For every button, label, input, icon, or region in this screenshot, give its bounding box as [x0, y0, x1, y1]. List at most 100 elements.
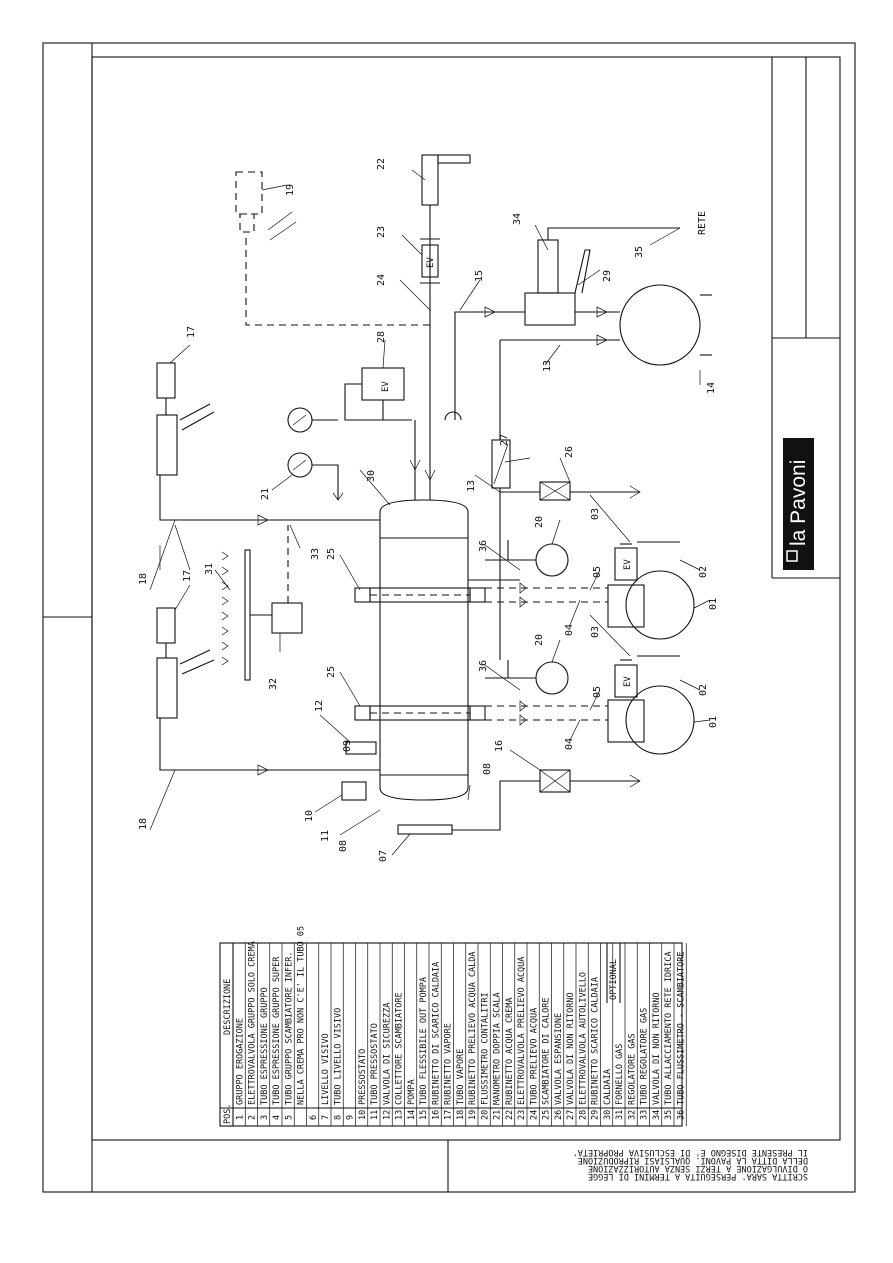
legend-row-pos: 13	[395, 1110, 405, 1120]
legend-row-pos: 8	[333, 1115, 343, 1120]
pump-assembly	[444, 227, 712, 440]
legend-row-desc: TUBO REGOLATORE GAS	[640, 1008, 650, 1105]
legend-optional-label: OPTIONAL	[609, 959, 619, 1000]
legend-row-pos: 16	[431, 1110, 441, 1120]
legend-row-desc: TUBO ALLACCIAMENTO RETE IDRICA	[664, 951, 674, 1105]
callout-16: 16	[494, 740, 505, 752]
legend-header-pos: POS.	[223, 1104, 233, 1124]
legend-row-desc: REGOLATORE GAS	[627, 1033, 637, 1105]
callout-03-upper: 03	[590, 508, 601, 520]
legend-row-pos: 31	[615, 1110, 625, 1120]
legend-row-desc: RUBINETTO SCARICO CALDAIA	[591, 977, 601, 1105]
callout-31: 31	[204, 563, 215, 575]
rete-label: RETE	[697, 211, 708, 235]
legend-row-desc: ELETTROVALVOLA AUTOLIVELLO	[578, 972, 588, 1105]
legend-row-desc: RUBINETTO DI SCARICO CALDAIA	[431, 962, 441, 1105]
legend-row-desc: GRUPPO EROGAZIONE	[235, 1018, 245, 1105]
legend-row-desc: TUBO ESPRESSIONE GRUPPO	[260, 987, 270, 1105]
ev-marker-02-upper: EV	[623, 559, 633, 570]
legend-row-pos: 3	[260, 1115, 270, 1120]
callout-11: 11	[320, 830, 331, 842]
legend-row-pos: 29	[591, 1110, 601, 1120]
legend-row-desc: FORNELLO GAS	[615, 1044, 625, 1105]
callout-30: 30	[366, 470, 377, 482]
callout-17-upper: 17	[186, 326, 197, 338]
legend-header-desc: DESCRIZIONE	[223, 979, 233, 1035]
callout-22: 22	[376, 158, 387, 170]
callout-05-upper: 05	[592, 566, 603, 578]
legend-row-desc: PRESSOSTATO	[358, 1049, 368, 1105]
callout-23: 23	[376, 226, 387, 238]
legend-row-pos: 15	[419, 1110, 429, 1120]
ev-marker-02-lower: EV	[623, 676, 633, 687]
water-draw-line	[409, 154, 471, 500]
callout-02-upper: 02	[698, 566, 709, 578]
pressure-gauges	[287, 407, 344, 501]
callout-32: 32	[268, 678, 279, 690]
legend-row-pos: 10	[358, 1110, 368, 1120]
callout-08-right: 08	[482, 763, 493, 775]
gas-burner	[221, 525, 303, 681]
legend-row-pos: 25	[542, 1110, 552, 1120]
callout-09: 09	[342, 740, 353, 752]
callout-15: 15	[474, 270, 485, 282]
legend-row-desc: ELETTROVALVOLA PRELIEVO ACQUA	[517, 957, 527, 1105]
callout-05-lower: 05	[592, 686, 603, 698]
legend-row-desc: VALVOLA DI SICUREZZA	[382, 1003, 392, 1105]
legend-row-desc: COLLETTORE SCAMBIATORE	[395, 992, 405, 1105]
legend-row-pos: 9	[346, 1115, 356, 1120]
callout-35: 35	[634, 246, 645, 258]
legend-row-desc: NELLA CREMA PRO NON C'E' IL TUBO 05	[297, 926, 307, 1105]
disclaimer-line-3: O DIVULGAZIONE A TERZI SENZA AUTORIZZAZI…	[588, 1163, 808, 1173]
legend-row-pos: 28	[578, 1110, 588, 1120]
callout-02-lower: 02	[698, 684, 709, 696]
callout-14: 14	[706, 382, 717, 394]
callout-18-upper: 18	[138, 573, 149, 585]
callout-19: 19	[285, 184, 296, 196]
callout-36-upper: 36	[478, 540, 489, 552]
callout-04-upper: 04	[564, 624, 575, 636]
callout-26: 26	[564, 446, 575, 458]
legend-row-pos: 21	[493, 1110, 503, 1120]
callout-18-lower: 18	[138, 818, 149, 830]
callout-28: 28	[376, 331, 387, 343]
legend-row-pos: 33	[640, 1110, 650, 1120]
legend-row-pos: 4	[272, 1115, 282, 1120]
callout-27: 27	[499, 434, 510, 446]
legend-row-pos: 30	[603, 1110, 613, 1120]
legend-row-pos: 18	[456, 1110, 466, 1120]
boiler	[341, 499, 486, 835]
drain-valve	[452, 769, 641, 831]
legend-row-pos: 7	[321, 1115, 331, 1120]
legend-row-desc: TUBO FLESSIBILE OUT POMPA	[419, 977, 429, 1105]
callout-36-lower: 36	[478, 660, 489, 672]
legend-row-pos: 14	[407, 1110, 417, 1120]
legend-row-pos: 1	[235, 1115, 245, 1120]
disclaimer-block: IL PRESENTE DISEGNO E' DI ESCLUSIVA PROP…	[573, 1147, 808, 1181]
legend-row-desc: VALVOLA DI NON RITORNO	[566, 992, 576, 1105]
legend-row-desc: TUBO GRUPPO SCAMBIATORE INFER.	[284, 951, 294, 1105]
legend-row-pos: 26	[554, 1110, 564, 1120]
drawing-frame	[42, 42, 856, 1193]
legend-row-pos: 11	[370, 1110, 380, 1120]
legend-row-pos: 6	[309, 1115, 319, 1120]
callout-13-upper: 13	[542, 360, 553, 372]
callout-17-lower: 17	[182, 570, 193, 582]
legend-row-pos: 5	[284, 1115, 294, 1120]
legend-row-pos: 17	[444, 1110, 454, 1120]
callout-01-upper: 01	[708, 598, 719, 610]
legend-row-pos: 36	[676, 1110, 686, 1120]
group-unit-upper	[485, 540, 695, 640]
legend-row-desc: TUBO PRELIEVO ACQUA	[529, 1008, 539, 1105]
diagram-callouts: 22 23 24 28 30 15 34 29 35 RETE 13 14 17…	[138, 158, 719, 862]
callout-13-lower: 13	[466, 480, 477, 492]
legend-row-pos: 19	[468, 1110, 478, 1120]
callout-21: 21	[260, 488, 271, 500]
legend-row-desc: VALVOLA DI NON RITORNO	[652, 992, 662, 1105]
legend-row-desc: CALDAIA	[603, 1069, 613, 1105]
legend-row-desc: RUBINETTO PRELIEVO ACQUA CALDA	[468, 951, 478, 1105]
legend-row-desc: RUBINETTO ACQUA CREMA	[505, 998, 515, 1105]
legend-row-desc: TUBO PRESSOSTATO	[370, 1023, 380, 1105]
